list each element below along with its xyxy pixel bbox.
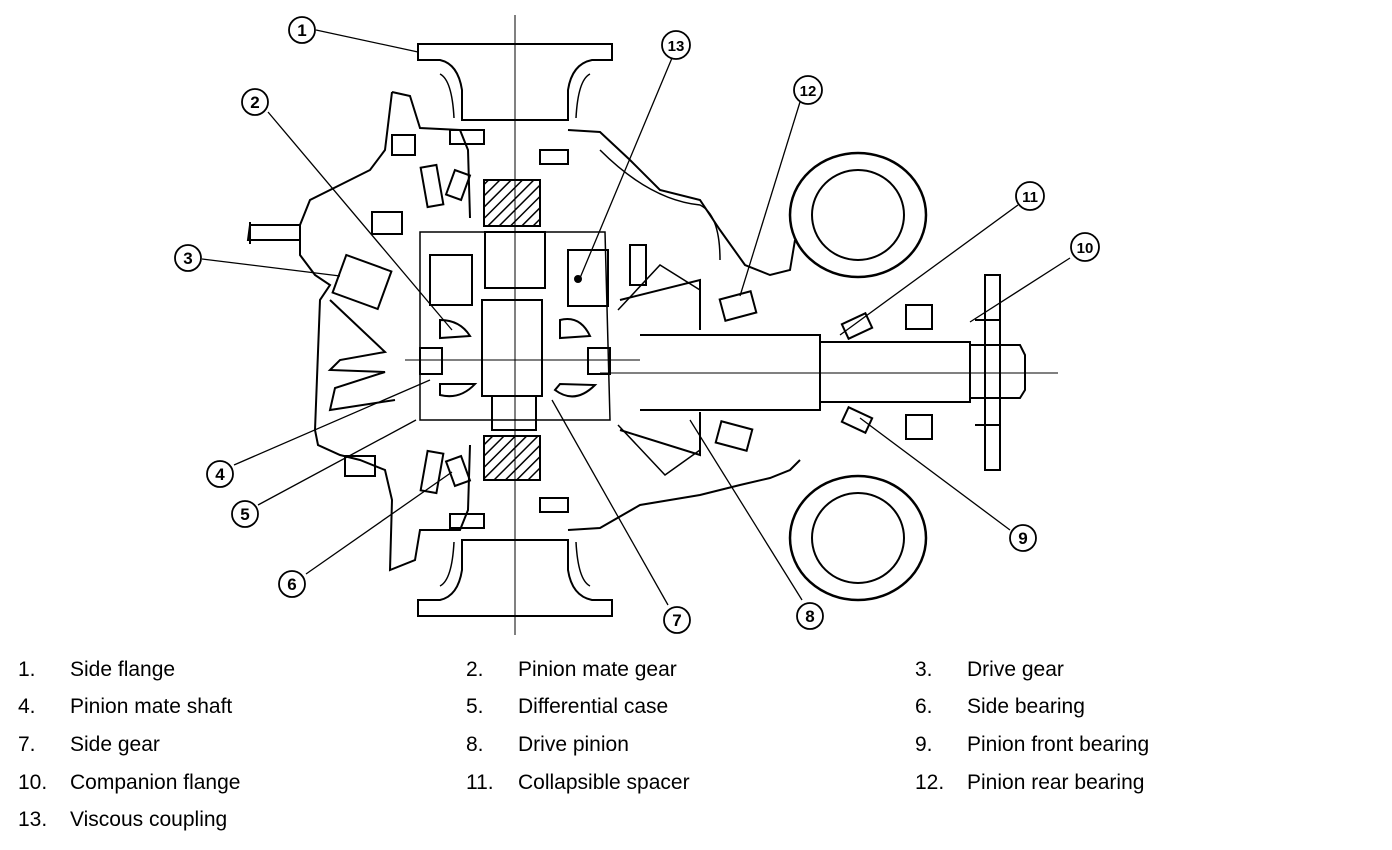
legend-label: Side gear — [70, 733, 160, 756]
legend-item-pinion-mate-gear: 2. Pinion mate gear — [466, 655, 677, 685]
legend-item-differential-case: 5. Differential case — [466, 692, 668, 722]
legend-item-collapsible-spacer: 11. Collapsible spacer — [466, 768, 690, 798]
legend-label: Drive pinion — [518, 733, 629, 756]
leader-lines — [201, 29, 1071, 606]
legend-item-drive-gear: 3. Drive gear — [915, 655, 1064, 685]
legend-label: Differential case — [518, 695, 669, 718]
svg-text:6: 6 — [287, 575, 296, 594]
svg-text:9: 9 — [1018, 529, 1027, 548]
callout-7: 7 — [663, 606, 691, 634]
svg-text:3: 3 — [183, 249, 192, 268]
legend-item-pinion-rear-bearing: 12. Pinion rear bearing — [915, 768, 1144, 798]
legend-label: Side bearing — [967, 695, 1085, 718]
legend-item-side-flange: 1. Side flange — [18, 655, 175, 685]
callout-11: 11 — [1015, 181, 1045, 211]
legend-number: 11. — [466, 771, 494, 794]
callout-2: 2 — [241, 88, 269, 116]
callout-5: 5 — [231, 500, 259, 528]
legend-item-viscous-coupling: 13. Viscous coupling — [18, 805, 227, 835]
callout-13: 13 — [661, 30, 691, 60]
legend-label: Collapsible spacer — [518, 771, 690, 794]
legend-label: Pinion front bearing — [967, 733, 1150, 756]
legend-number: 8. — [466, 733, 484, 756]
callout-10: 10 — [1070, 232, 1100, 262]
legend-number: 2. — [466, 658, 484, 681]
legend-label: Viscous coupling — [70, 808, 228, 831]
svg-text:5: 5 — [240, 505, 249, 524]
differential-cross-section-diagram: 1 2 3 4 5 6 7 8 9 10 11 12 — [174, 15, 1100, 635]
legend-label: Companion flange — [70, 771, 241, 794]
callout-4: 4 — [206, 460, 234, 488]
svg-text:1: 1 — [297, 21, 306, 40]
legend-number: 9. — [915, 733, 933, 756]
callout-3: 3 — [174, 244, 202, 272]
callout-1: 1 — [288, 16, 316, 44]
legend-label: Pinion mate shaft — [70, 695, 233, 718]
svg-text:10: 10 — [1077, 240, 1094, 257]
legend-number: 5. — [466, 695, 484, 718]
legend-number: 3. — [915, 658, 933, 681]
legend-number: 4. — [18, 695, 36, 718]
callout-12: 12 — [793, 75, 823, 105]
parts-legend: 1. Side flange 2. Pinion mate gear 3. Drive… — [0, 650, 1392, 845]
legend-number: 6. — [915, 695, 933, 718]
svg-text:13: 13 — [668, 38, 685, 55]
svg-text:8: 8 — [805, 607, 814, 626]
legend-item-side-bearing: 6. Side bearing — [915, 692, 1085, 722]
legend-number: 13. — [18, 808, 48, 831]
legend-item-pinion-mate-shaft: 4. Pinion mate shaft — [18, 692, 232, 722]
svg-text:4: 4 — [215, 465, 225, 484]
svg-text:2: 2 — [250, 93, 259, 112]
svg-text:11: 11 — [1022, 189, 1038, 206]
legend-item-companion-flange: 10. Companion flange — [18, 768, 240, 798]
callout-6: 6 — [278, 570, 306, 598]
legend-label: Pinion rear bearing — [967, 771, 1145, 794]
svg-text:12: 12 — [800, 83, 817, 100]
legend-number: 1. — [18, 658, 36, 681]
legend-item-pinion-front-bearing: 9. Pinion front bearing — [915, 730, 1149, 760]
legend-number: 12. — [915, 771, 945, 794]
legend-number: 7. — [18, 733, 36, 756]
legend-item-side-gear: 7. Side gear — [18, 730, 160, 760]
differential-drawing — [246, 15, 1058, 635]
callout-9: 9 — [1009, 524, 1037, 552]
legend-number: 10. — [18, 771, 48, 794]
legend-label: Pinion mate gear — [518, 658, 677, 681]
legend-label: Side flange — [70, 658, 176, 681]
callout-8: 8 — [796, 602, 824, 630]
legend-item-drive-pinion: 8. Drive pinion — [466, 730, 629, 760]
legend-label: Drive gear — [967, 658, 1064, 681]
svg-text:7: 7 — [672, 611, 681, 630]
